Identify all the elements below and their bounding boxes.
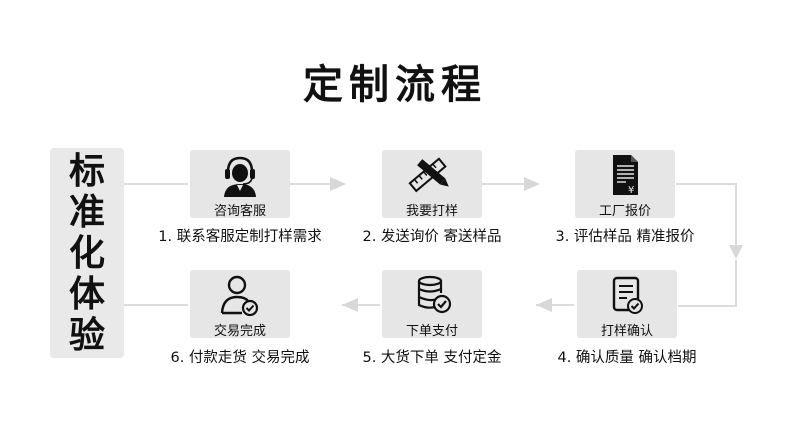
pencil-ruler-icon xyxy=(408,157,449,193)
coin-stack-icon xyxy=(417,275,452,314)
connector-line xyxy=(676,183,737,245)
step-label: 交易完成 xyxy=(213,324,266,339)
step-description: 6. 付款走货 交易完成 xyxy=(170,350,310,366)
price-document-icon: ¥ xyxy=(613,155,638,196)
step-label: 我要打样 xyxy=(405,204,458,219)
headset-agent-icon xyxy=(224,156,256,197)
step-card-confirm: 打样确认 xyxy=(577,270,677,339)
step-description: 5. 大货下单 支付定金 xyxy=(362,350,502,366)
step-card-complete: 交易完成 xyxy=(190,270,290,339)
step-description: 1. 联系客服定制打样需求 xyxy=(158,229,322,245)
step-card-quote: ¥ 工厂报价 xyxy=(575,150,675,219)
step-card-sample: 我要打样 xyxy=(382,150,482,219)
step-label: 下单支付 xyxy=(405,324,458,339)
step-card-consult: 咨询客服 xyxy=(190,150,290,219)
arrow-left-icon xyxy=(536,298,552,312)
step-label: 打样确认 xyxy=(600,324,653,339)
step-label: 工厂报价 xyxy=(598,204,651,219)
connector-line xyxy=(678,260,737,307)
side-label-panel: 标 准 化 体 验 xyxy=(50,148,124,358)
side-char: 化 xyxy=(68,232,105,274)
arrow-down-icon xyxy=(729,245,743,259)
step-description: 4. 确认质量 确认档期 xyxy=(557,350,697,366)
side-char: 标 xyxy=(68,150,105,192)
step-label: 咨询客服 xyxy=(213,204,266,219)
step-description: 3. 评估样品 精准报价 xyxy=(555,229,695,245)
arrow-left-icon xyxy=(342,298,358,312)
side-char: 准 xyxy=(68,191,105,233)
side-char: 验 xyxy=(68,314,105,356)
checklist-document-icon xyxy=(612,276,643,314)
side-char: 体 xyxy=(68,273,105,315)
svg-text:¥: ¥ xyxy=(628,185,634,196)
user-check-icon xyxy=(220,275,259,317)
step-description: 2. 发送询价 寄送样品 xyxy=(362,229,502,245)
arrow-right-icon xyxy=(524,177,540,191)
arrow-right-icon xyxy=(330,177,346,191)
step-card-pay: 下单支付 xyxy=(382,270,482,339)
page-title: 定制流程 xyxy=(303,62,487,108)
